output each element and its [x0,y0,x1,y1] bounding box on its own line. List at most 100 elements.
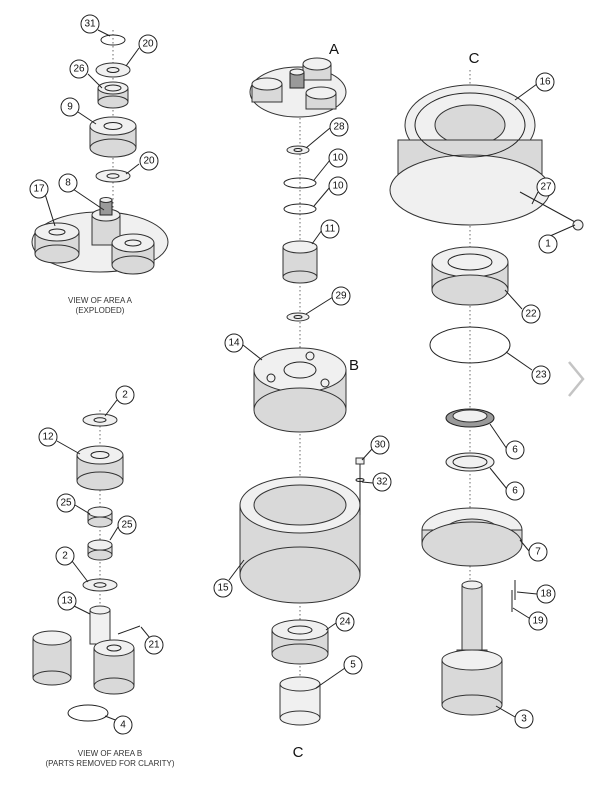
callout-9: 9 [60,97,80,117]
svg-text:30: 30 [374,440,386,451]
svg-text:21: 21 [148,640,160,651]
svg-text:28: 28 [333,122,345,133]
callout-29: 29 [331,286,351,306]
callout-12: 12 [38,427,58,447]
part-7-flange [421,507,523,567]
callout-6-lower: 6 [505,481,525,501]
svg-text:6: 6 [512,445,518,456]
chevron-right-icon [568,361,585,397]
svg-text:7: 7 [535,547,541,558]
callout-30: 30 [370,435,390,455]
svg-text:13: 13 [61,596,73,607]
callout-11: 11 [320,219,340,239]
svg-text:20: 20 [142,39,154,50]
label-area-a: A [329,41,339,58]
part-5-sleeve [279,676,321,726]
part-4-o-ring [67,704,109,722]
svg-text:12: 12 [42,432,54,443]
svg-text:29: 29 [335,291,347,302]
svg-text:10: 10 [332,153,344,164]
callout-20-upper: 20 [138,34,158,54]
part-16-housing [389,84,551,226]
svg-text:15: 15 [217,583,229,594]
part-20-washer [95,62,131,78]
callout-25-left: 25 [56,493,76,513]
svg-text:20: 20 [143,156,155,167]
callout-6-upper: 6 [505,440,525,460]
svg-text:11: 11 [325,224,336,235]
part-25-bearing-lower [87,539,113,561]
svg-text:9: 9 [67,102,73,113]
part-28-washer [286,145,310,155]
area-b-planet-gears [32,630,135,695]
callout-8: 8 [58,173,78,193]
caption-area-b-line1: VIEW OF AREA B [78,749,142,758]
part-21-roll-pin [117,625,141,635]
part-29-washer [286,312,310,322]
area-a-exploded [31,30,169,275]
part-6-seal-lower [445,452,495,472]
planet-assembly-a [249,57,347,118]
part-31-snap-ring [100,34,126,46]
callout-14: 14 [224,333,244,353]
svg-text:23: 23 [535,370,547,381]
callout-19: 19 [528,611,548,631]
callouts: 31 20 26 9 20 8 17 2 12 25 25 2 13 21 4 … [29,14,558,735]
svg-text:22: 22 [525,309,537,320]
part-22-bearing [431,246,509,306]
svg-text:2: 2 [122,390,128,401]
callout-31: 31 [80,14,100,34]
part-13-pin [89,605,111,645]
part-10-ring-lower [283,203,317,215]
svg-text:32: 32 [376,477,388,488]
part-2-washer-bottom [82,578,118,592]
svg-text:19: 19 [532,616,544,627]
part-27-pin [519,191,576,223]
callout-7: 7 [528,542,548,562]
svg-text:24: 24 [339,617,351,628]
callout-3: 3 [514,709,534,729]
part-11-sun-gear [282,240,318,284]
callout-1: 1 [538,234,558,254]
label-c-top: C [469,50,480,67]
callout-32: 32 [372,472,392,492]
callout-15: 15 [213,578,233,598]
svg-text:5: 5 [350,660,356,671]
right-column [389,70,584,716]
caption-area-b-line2: (PARTS REMOVED FOR CLARITY) [45,759,174,768]
caption-area-a-line1: VIEW OF AREA A [68,296,133,305]
part-20-washer-lower [95,169,131,183]
svg-text:6: 6 [512,486,518,497]
svg-text:27: 27 [540,182,552,193]
part-2-washer-top [82,413,118,427]
part-24-bearing [271,619,329,665]
part-10-ring-upper [283,177,317,189]
part-6-seal-upper [445,408,495,428]
next-button[interactable] [562,358,590,400]
center-column [239,57,365,726]
callout-24: 24 [335,612,355,632]
part-3-output-shaft [441,580,503,716]
callout-25-right: 25 [117,515,137,535]
svg-text:25: 25 [60,498,72,509]
part-1-plug [572,219,584,231]
svg-text:4: 4 [120,720,126,731]
label-area-b: B [349,357,359,374]
part-26-bearing [97,81,129,109]
part-32-washer [355,478,365,482]
svg-text:1: 1 [545,239,551,250]
callout-13: 13 [57,591,77,611]
callout-18: 18 [536,584,556,604]
part-12-gear [76,445,124,491]
callout-26: 26 [69,59,89,79]
part-23-o-ring [429,326,511,364]
part-15-ring-gear [239,476,361,604]
part-25-bearing-upper [87,506,113,528]
callout-2-upper: 2 [115,385,135,405]
part-17-carrier [31,197,169,275]
caption-area-a-line2: (EXPLODED) [76,306,125,315]
part-14-carrier-b [253,347,347,433]
callout-28: 28 [329,117,349,137]
